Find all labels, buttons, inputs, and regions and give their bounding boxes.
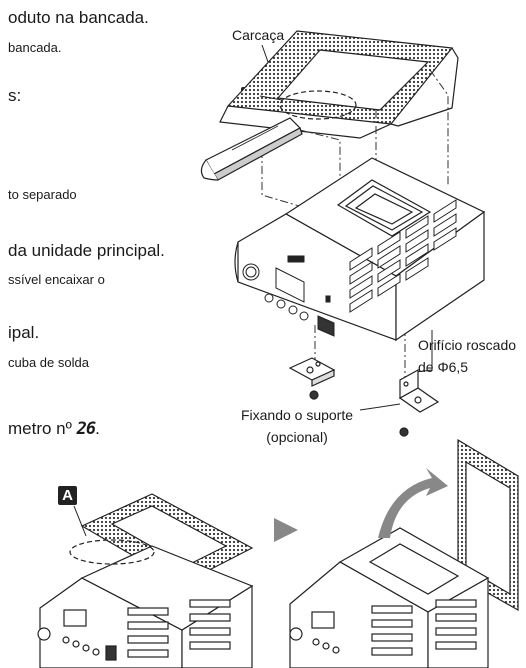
main-unit <box>234 157 486 342</box>
instruction-line-7: ipal. <box>8 323 40 342</box>
instruction-line-8: cuba de solda <box>8 355 89 370</box>
bracket-left <box>288 357 336 400</box>
label-orificio-roscado: Orifício roscado <box>418 337 517 353</box>
label-orificio-diametro: de Φ6,5 <box>418 359 469 375</box>
instruction-line-5: da unidade principal. <box>8 241 165 260</box>
cover-carcaca <box>219 30 459 139</box>
instruction-line-9: metro nº 26. <box>8 419 100 439</box>
instruction-line-4: to separado <box>8 187 77 202</box>
instruction-line-6: ssível encaixar o <box>8 272 105 287</box>
drip-tray <box>200 117 303 181</box>
parameter-number: 26 <box>76 419 97 439</box>
instruction-line-9-prefix: metro nº <box>8 419 77 438</box>
instruction-line-3: s: <box>8 86 22 105</box>
bottom-right-unit <box>289 438 519 668</box>
bottom-left-unit <box>37 493 254 668</box>
label-carcaca: Carcaça <box>232 27 285 43</box>
lift-arrow <box>378 468 448 538</box>
front-panel <box>242 255 335 337</box>
next-step-arrow <box>274 518 298 542</box>
label-fixando-suporte: Fixando o suporte <box>240 407 354 423</box>
instruction-line-9-suffix: . <box>95 419 100 438</box>
badge-a-bottom: A <box>58 486 77 505</box>
label-opcional: (opcional) <box>266 429 328 445</box>
side-vents <box>349 199 457 313</box>
instruction-line-2: bancada. <box>8 40 62 55</box>
instruction-line-1: oduto na bancada. <box>8 8 149 27</box>
bracket-right <box>398 368 440 437</box>
